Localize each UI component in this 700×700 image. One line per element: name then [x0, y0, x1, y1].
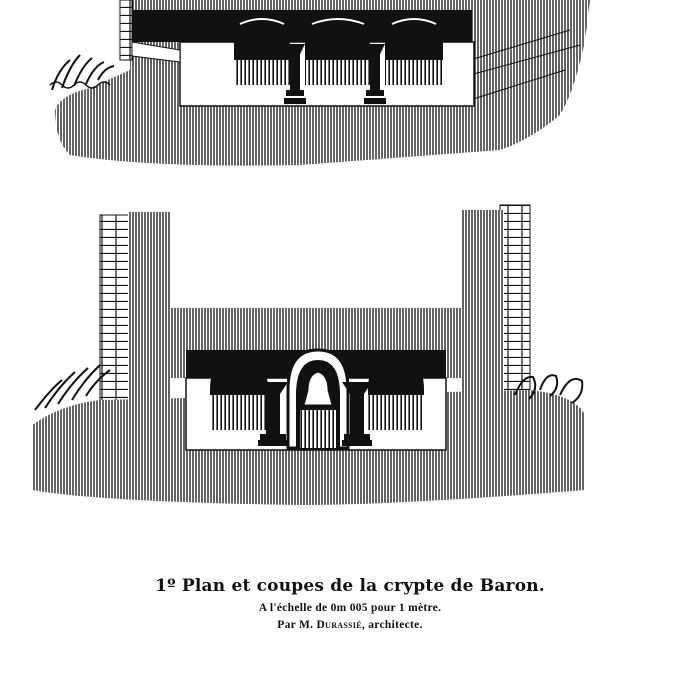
crypt-section-top-engraving — [49, 0, 590, 166]
caption-title: 1º Plan et coupes de la crypte de Baron. — [155, 576, 545, 596]
caption-scale: A l'échelle de 0m 005 pour 1 mètre. — [258, 602, 442, 614]
crypt-section-top-figure — [0, 0, 700, 175]
caption-author-name: Durassié — [316, 619, 362, 631]
crypt-section-bottom-engraving — [32, 204, 585, 505]
caption-author-prefix: Par M. — [277, 619, 317, 631]
figure-caption: 1º Plan et coupes de la crypte de Baron.… — [0, 576, 700, 636]
caption-author: Par M. Durassié, architecte. — [0, 619, 700, 631]
caption-author-suffix: , architecte. — [361, 619, 423, 631]
crypt-section-bottom-figure — [0, 190, 700, 510]
